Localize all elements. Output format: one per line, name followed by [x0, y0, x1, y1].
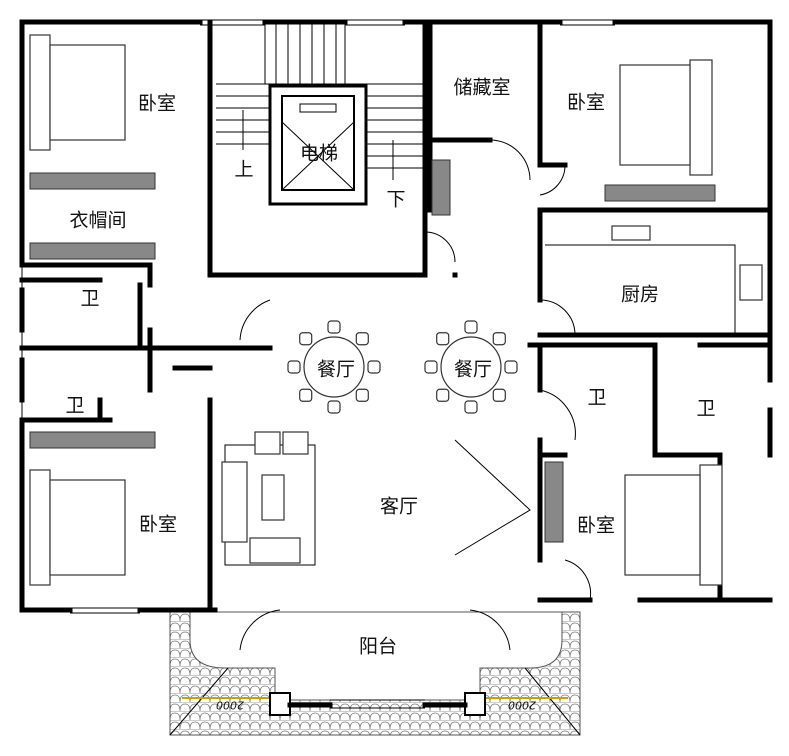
- dining-chair: [424, 360, 438, 374]
- room-label-bedroom-se: 卧室: [576, 514, 616, 537]
- dining-chair: [299, 388, 313, 402]
- beds: [29, 34, 723, 586]
- room-label-closet: 衣帽间: [69, 209, 127, 232]
- room-label-dining-1: 餐厅: [316, 358, 356, 381]
- dining-chair: [367, 360, 381, 374]
- room-label-bedroom-ne: 卧室: [566, 91, 606, 114]
- dining-chair: [464, 320, 478, 334]
- dining-chair: [436, 332, 450, 346]
- dining-chair: [355, 388, 369, 402]
- balcony-roof: [169, 611, 581, 736]
- room-label-bedroom-sw: 卧室: [138, 513, 178, 536]
- dimension-label-left: 2000: [216, 698, 244, 712]
- stair-down-label: 下: [386, 188, 406, 211]
- dining-tables: [287, 320, 518, 414]
- walls: [19, 19, 773, 614]
- room-label-bath-1: 卫: [80, 287, 100, 310]
- dimension-label-right: 2000: [508, 698, 536, 712]
- stairs: [216, 21, 425, 206]
- dining-chair: [492, 388, 506, 402]
- room-label-balcony: 阳台: [358, 635, 398, 658]
- room-label-bath-2: 卫: [65, 394, 85, 417]
- dining-chair: [355, 332, 369, 346]
- kitchen-counter: [545, 225, 763, 335]
- dining-table: [303, 336, 365, 398]
- dining-chair: [327, 400, 341, 414]
- room-label-living: 客厅: [379, 495, 419, 518]
- room-label-dining-2: 餐厅: [453, 358, 493, 381]
- dining-chair: [464, 400, 478, 414]
- room-label-storage: 储藏室: [453, 76, 511, 99]
- room-label-bedroom-nw: 卧室: [137, 92, 177, 115]
- sofa-set: [221, 431, 316, 566]
- room-label-bath-4: 卫: [696, 397, 716, 420]
- doors: [239, 139, 592, 651]
- wardrobes: [29, 159, 716, 543]
- room-label-kitchen: 厨房: [620, 283, 660, 306]
- dining-chair: [504, 360, 518, 374]
- dining-chair: [327, 320, 341, 334]
- stair-up-label: 上: [234, 158, 254, 181]
- dining-chair: [436, 388, 450, 402]
- dining-chair: [287, 360, 301, 374]
- dining-table: [440, 336, 502, 398]
- dining-chair: [492, 332, 506, 346]
- dining-chair: [299, 332, 313, 346]
- room-label-bath-3: 卫: [587, 386, 607, 409]
- elevator-label: 电梯: [299, 142, 339, 165]
